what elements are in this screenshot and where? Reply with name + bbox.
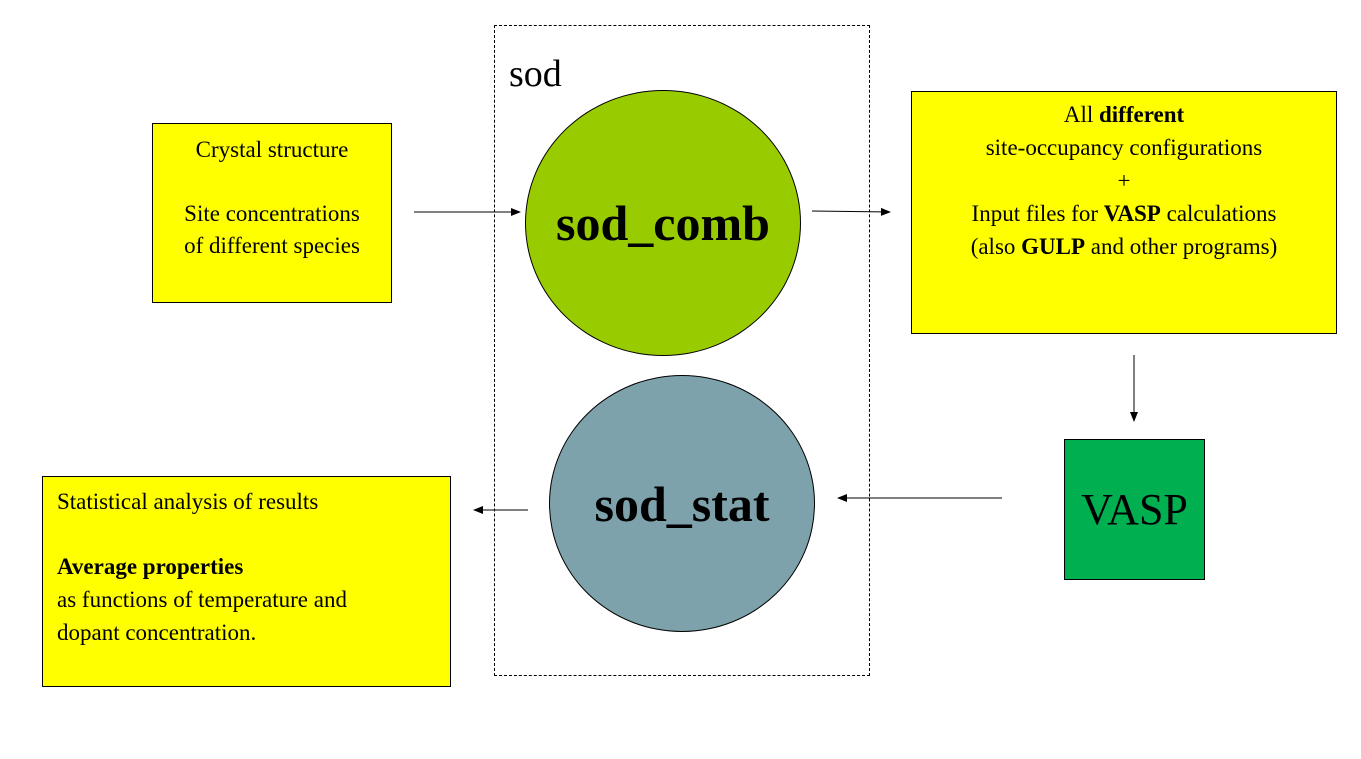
sod-group-frame <box>494 25 870 676</box>
vasp-label: VASP <box>1081 485 1188 534</box>
sod-group-label: sod <box>509 53 562 95</box>
output-line-gulp: (also GULP and other programs) <box>970 234 1278 259</box>
sod-stat-circle: sod_stat <box>549 375 815 632</box>
output-line-input-files: Input files for VASP calculations <box>971 201 1277 226</box>
sod-comb-label: sod_comb <box>556 195 770 251</box>
input-line-site-concentrations: Site concentrations <box>184 201 360 226</box>
arrow-comb-to-output <box>811 207 891 216</box>
vasp-box: VASP <box>1064 439 1205 580</box>
output-line-all-different: All different <box>1063 102 1185 127</box>
output-line-plus: + <box>1117 168 1131 193</box>
sod-stat-label: sod_stat <box>594 475 770 532</box>
input-box: Crystal structure Site concentrations of… <box>152 123 392 303</box>
stats-line-dopant: dopant concentration. <box>57 620 257 645</box>
stats-line-analysis: Statistical analysis of results <box>57 489 319 514</box>
output-line-configurations: site-occupancy configurations <box>985 135 1263 160</box>
sod-comb-circle: sod_comb <box>525 90 801 356</box>
input-line-different-species: of different species <box>184 233 360 258</box>
stats-box: Statistical analysis of results Average … <box>42 476 451 687</box>
stats-line-functions: as functions of temperature and <box>57 587 347 612</box>
stats-line-average-properties: Average properties <box>57 554 244 579</box>
input-line-crystal-structure: Crystal structure <box>195 137 349 162</box>
output-box: All different site-occupancy configurati… <box>911 91 1337 334</box>
